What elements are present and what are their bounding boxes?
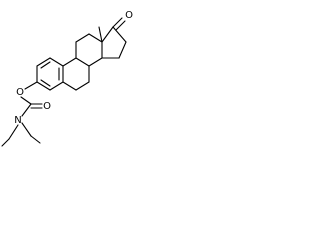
ring-d bbox=[98, 26, 127, 59]
carbamate-group: O O N bbox=[1, 81, 51, 147]
bond-c5 bbox=[88, 57, 103, 67]
ring-b bbox=[62, 57, 90, 91]
bond-b2 bbox=[75, 81, 90, 91]
methyl-bond bbox=[98, 26, 103, 43]
nitrogen-label: N bbox=[14, 115, 21, 126]
bond-d3 bbox=[118, 41, 127, 59]
carbamate-oxygen-to-carbon-bond bbox=[20, 96, 32, 105]
ring-c bbox=[75, 33, 103, 67]
bond-b1 bbox=[62, 81, 77, 91]
structure-canvas: O O O N bbox=[0, 0, 189, 149]
aromatic-inner-bond-1 bbox=[40, 79, 51, 87]
bond-c2 bbox=[75, 33, 90, 43]
ring-oxygen-label: O bbox=[16, 87, 24, 98]
carbamate-nitrogen-bond bbox=[21, 103, 32, 117]
aromatic-inner-bond-3 bbox=[40, 61, 51, 69]
molecule-diagram: O O O N bbox=[1, 10, 133, 147]
bond-d1 bbox=[101, 26, 114, 43]
ethyl-1-bond-1 bbox=[8, 124, 19, 140]
bond-a2 bbox=[49, 81, 64, 91]
bond-b4 bbox=[75, 57, 90, 67]
bond-a1 bbox=[36, 81, 51, 91]
bond-a5 bbox=[36, 57, 51, 67]
bond-d2 bbox=[112, 26, 127, 43]
carbamate-oxygen-label: O bbox=[43, 101, 51, 112]
bond-c3 bbox=[88, 33, 103, 43]
ring-a bbox=[36, 57, 64, 91]
ethyl-2-bond-2 bbox=[30, 135, 41, 144]
ketone-group: O bbox=[112, 10, 133, 31]
ketone-oxygen-label: O bbox=[125, 10, 133, 21]
ethyl-2-bond-1 bbox=[21, 122, 32, 137]
ethyl-1-bond-2 bbox=[1, 138, 10, 147]
ketone-bond-2 bbox=[115, 20, 126, 31]
bond-a4 bbox=[49, 57, 64, 67]
ketone-bond-1 bbox=[112, 17, 123, 28]
ring-oxygen-bond bbox=[24, 81, 38, 90]
bond-b5 bbox=[62, 57, 77, 67]
